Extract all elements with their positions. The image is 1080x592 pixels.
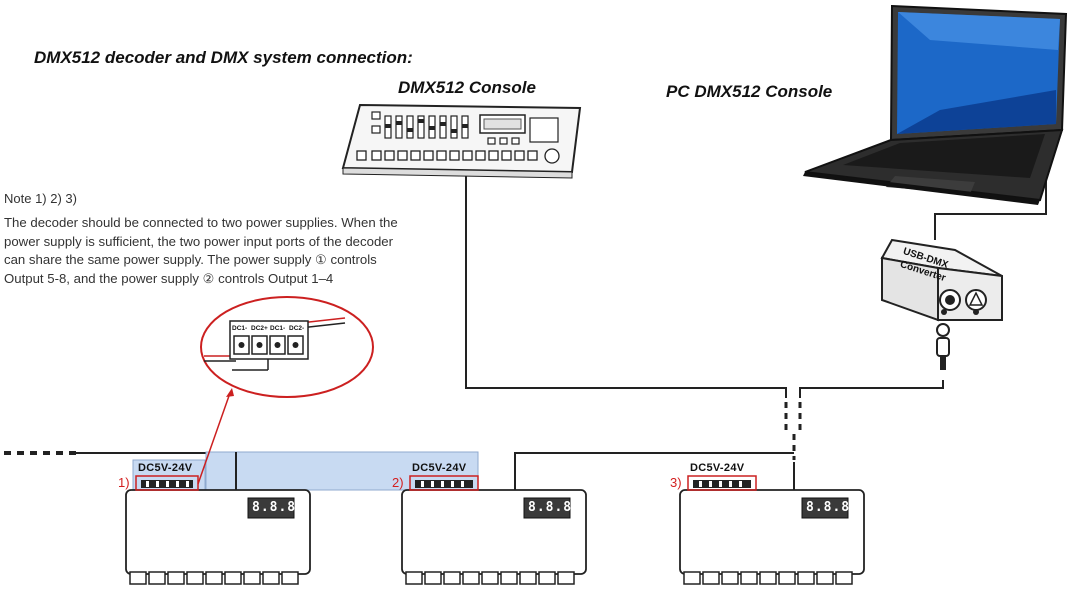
zoom-pin-label: DC2+ [251,325,268,332]
note-title: Note 1) 2) 3) [4,191,77,206]
dmx512-console-label: DMX512 Console [398,78,536,97]
dmx512-console-device [341,103,582,179]
note-line: can share the same power supply. The pow… [4,252,377,267]
decoder-unit-2 [401,475,587,585]
pc-console-label: PC DMX512 Console [666,82,833,101]
usb-dmx-converter-device [880,238,1003,322]
decoder-display: 8.8.8 [252,500,297,515]
decoder-display: 8.8.8 [806,500,851,515]
usb-cable [934,160,1047,240]
decoder2-to-decoder3-link [514,452,794,490]
decoder-note-number: 1) [118,475,130,490]
decoder-display: 8.8.8 [528,500,573,515]
decoder-unit-3 [679,475,865,585]
decoder-unit-1 [125,475,311,585]
decoder-voltage-label: DC5V-24V [412,462,467,474]
zoom-pin-label: DC1- [232,325,248,332]
laptop-device [803,4,1068,205]
xlr-plug [936,323,950,370]
decoder-note-number: 2) [392,475,404,490]
zoom-pointer-arrow [197,392,231,485]
decoder-voltage-label: DC5V-24V [138,462,193,474]
power-terminal-zoom [200,296,374,398]
zoom-pin-label: DC1- [270,325,286,332]
converter-cable [799,380,944,398]
note-line: power supply is sufficient, the two powe… [4,233,394,249]
diagram-title: DMX512 decoder and DMX system connection… [34,48,413,67]
note-body: The decoder should be connected to two p… [4,214,444,288]
note-line: The decoder should be connected to two p… [4,215,398,230]
decoder-voltage-label: DC5V-24V [690,462,745,474]
console-cable [465,175,787,398]
zoom-pin-label: DC2- [289,325,305,332]
decoder-note-number: 3) [670,475,682,490]
note-line: Output 5-8, and the power supply ② contr… [4,270,334,286]
